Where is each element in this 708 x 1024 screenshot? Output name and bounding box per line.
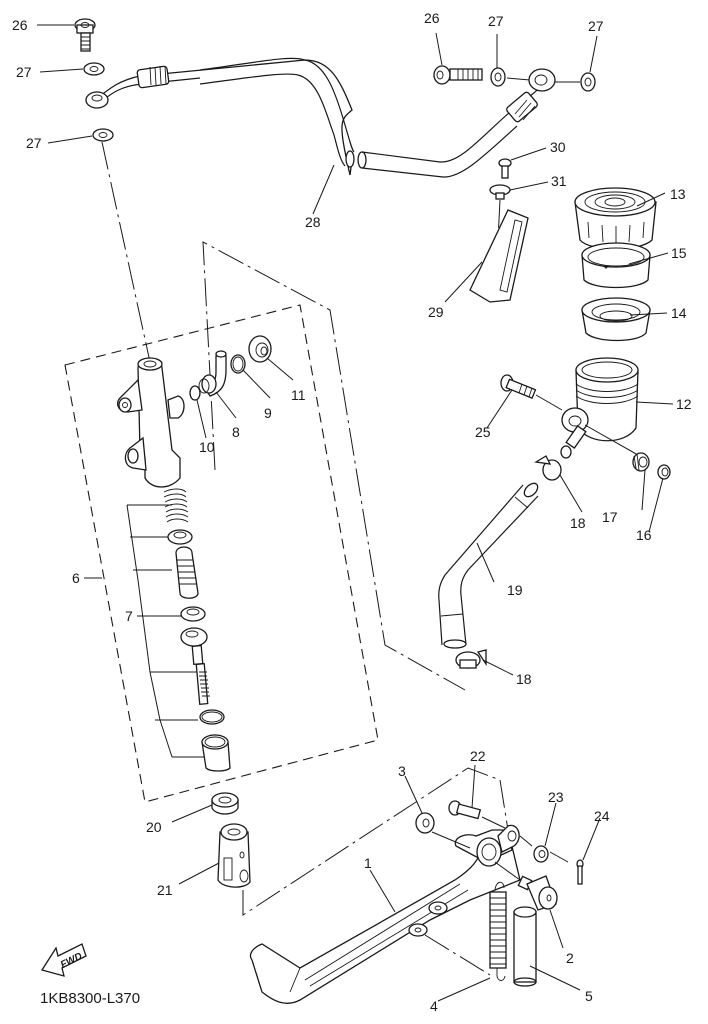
copper-washer-upper-left: [83, 62, 105, 76]
callout-3: 3: [398, 763, 406, 779]
master-cylinder-body: [117, 357, 185, 488]
pin-23: [448, 800, 482, 820]
washer-3: [415, 812, 435, 834]
union-bolt-left: [74, 18, 96, 52]
grommet: [248, 335, 272, 363]
callout-19: 19: [507, 582, 523, 598]
hose-clip-lower: [455, 649, 487, 669]
callout-27-right-outer: 27: [588, 18, 604, 34]
banjo-eye-right: [528, 68, 556, 92]
plate: [581, 242, 651, 289]
callout-31: 31: [551, 173, 567, 189]
callout-7: 7: [125, 608, 133, 624]
callout-6: 6: [72, 570, 80, 586]
master-cylinder-kit-boundary: [64, 304, 379, 803]
cotter-pin-25: [576, 859, 584, 885]
piston-primary: [175, 546, 199, 599]
callout-22: 25: [475, 424, 491, 440]
callout-11: 11: [291, 387, 306, 403]
callout-27-lower-left: 27: [26, 135, 42, 151]
callout-8: 8: [232, 424, 240, 440]
push-rod: [180, 627, 210, 705]
callout-12: 12: [676, 396, 692, 412]
nut-20: [211, 792, 239, 815]
return-spring-4: [489, 881, 507, 981]
callout-16: 16: [636, 527, 652, 543]
callout-21: 21: [157, 882, 173, 898]
brake-pedal: [249, 824, 521, 1004]
reference-code: 1KB8300-L370: [40, 990, 140, 1007]
bracket-29: [469, 209, 529, 303]
callout-14: 14: [671, 305, 687, 321]
copper-washer-right-inner: [490, 67, 506, 87]
union-bolt-right: [433, 65, 483, 85]
callout-20: 20: [146, 819, 162, 835]
copper-washer-right-outer: [580, 72, 596, 92]
screw-30: [498, 158, 512, 179]
callout-13: 13: [670, 186, 686, 202]
callout-15: 15: [671, 245, 687, 261]
callout-26-right: 26: [424, 10, 440, 26]
callout-1: 1: [364, 855, 372, 871]
reservoir-cap: [574, 187, 657, 250]
reservoir-tank: [560, 357, 639, 459]
pivot-bolt-2: [517, 875, 558, 911]
reservoir-hose-chain-line: [202, 241, 466, 691]
cup-7: [180, 606, 206, 622]
callout-18-lower: 18: [516, 671, 532, 687]
callout-5: 5: [585, 988, 593, 1004]
callout-29: 29: [428, 304, 444, 320]
cap-16: [657, 464, 671, 480]
union-axis-left: [101, 141, 151, 363]
boot: [201, 734, 231, 772]
hose-clip-upper: [534, 455, 562, 481]
callout-10: 10: [199, 439, 215, 455]
callout-leaders: [37, 24, 674, 1002]
collar-31: [489, 184, 511, 200]
callout-23: 22: [470, 748, 486, 764]
callout-2: 2: [566, 950, 574, 966]
callout-24: 23: [548, 789, 564, 805]
banjo-eye-left: [85, 91, 109, 109]
diaphragm: [581, 297, 651, 342]
callout-27-upper-left: 27: [16, 64, 32, 80]
callout-17: 17: [602, 509, 618, 525]
callout-26-left: 26: [12, 17, 28, 33]
secondary-cup: [167, 529, 193, 545]
collar-5: [513, 906, 537, 987]
damper-17: [632, 452, 650, 472]
hose-joint: [198, 350, 227, 397]
washer-24: [533, 845, 549, 863]
circlip-kit: [199, 709, 225, 725]
circlip-9: [230, 354, 246, 374]
bolt-22: [500, 374, 537, 399]
spring: [163, 488, 189, 523]
kit-bracket-line: [126, 504, 205, 758]
pedal-chain-line: [242, 767, 509, 916]
callout-28: 28: [305, 214, 321, 230]
callout-18-upper: 18: [570, 515, 586, 531]
forward-direction-arrow-icon: FWD: [40, 943, 87, 977]
callout-9: 9: [264, 405, 272, 421]
callout-4: 4: [430, 998, 438, 1014]
callout-27-right-inner: 27: [488, 13, 504, 29]
reservoir-hose: [438, 482, 539, 649]
callout-30: 30: [550, 139, 566, 155]
o-ring: [189, 385, 201, 401]
brake-hose: [94, 57, 543, 178]
callout-25: 24: [594, 808, 610, 824]
joint-clevis-21: [217, 823, 251, 888]
callout-labels: 26 27 27 26 27 27 30 31 28 29 13 15 14 1…: [12, 10, 692, 1014]
copper-washer-lower-left: [92, 128, 114, 142]
